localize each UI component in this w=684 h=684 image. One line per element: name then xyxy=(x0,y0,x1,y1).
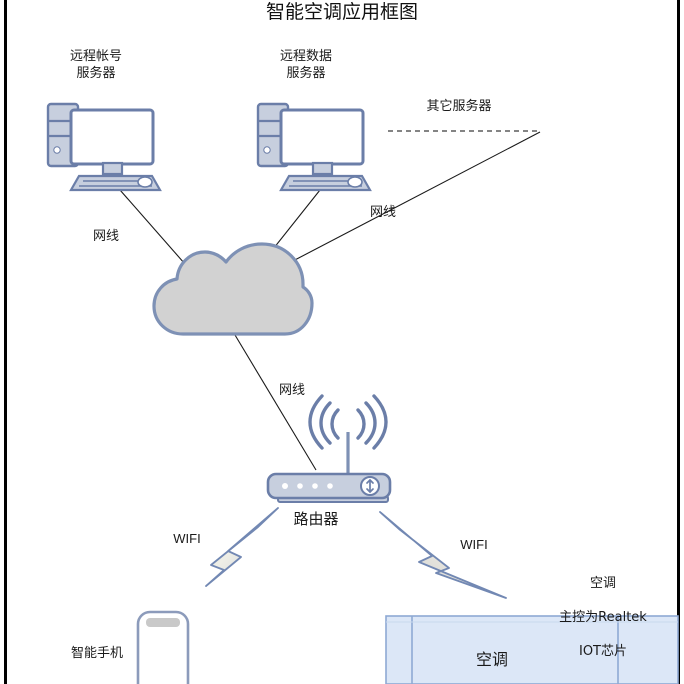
desktop-computer-icon-data-server xyxy=(256,102,372,192)
label-router: 路由器 xyxy=(293,510,339,528)
connector-other-servers-to-cloud xyxy=(267,131,541,275)
connector-cloud-to-router xyxy=(231,329,317,471)
smartphone-icon xyxy=(136,610,190,684)
wireless-router-icon xyxy=(266,394,392,503)
label-remote-data-server: 远程数据 服务器 xyxy=(279,49,332,81)
label-ac-annotation-line3: IOT芯片 xyxy=(578,644,627,659)
label-wifi-left: WIFI xyxy=(173,531,201,546)
label-smartphone: 智能手机 xyxy=(70,646,123,661)
label-ac-annotation-line1: 空调 xyxy=(589,576,616,591)
label-remote-account-server: 远程帐号 服务器 xyxy=(69,49,122,81)
diagram-title: 智能空调应用框图 xyxy=(265,1,418,23)
cloud-icon xyxy=(152,242,314,336)
frame-border-left xyxy=(4,0,7,684)
label-ac-annotation-line2: 主控为Realtek xyxy=(559,610,647,625)
label-lan-cable-3: 网线 xyxy=(278,383,305,398)
air-conditioner-icon xyxy=(385,615,679,684)
connector-account-server-to-cloud xyxy=(119,189,193,273)
label-lan-cable-2: 网线 xyxy=(369,205,396,220)
label-air-conditioner-box: 空调 xyxy=(476,650,509,669)
wifi-bolt-left-icon xyxy=(205,507,279,587)
frame-border-right xyxy=(677,0,680,684)
label-other-servers: 其它服务器 xyxy=(426,99,492,114)
wifi-bolt-right-icon xyxy=(379,511,507,599)
label-lan-cable-1: 网线 xyxy=(92,229,119,244)
desktop-computer-icon-account-server xyxy=(46,102,162,192)
label-wifi-right: WIFI xyxy=(460,537,488,552)
